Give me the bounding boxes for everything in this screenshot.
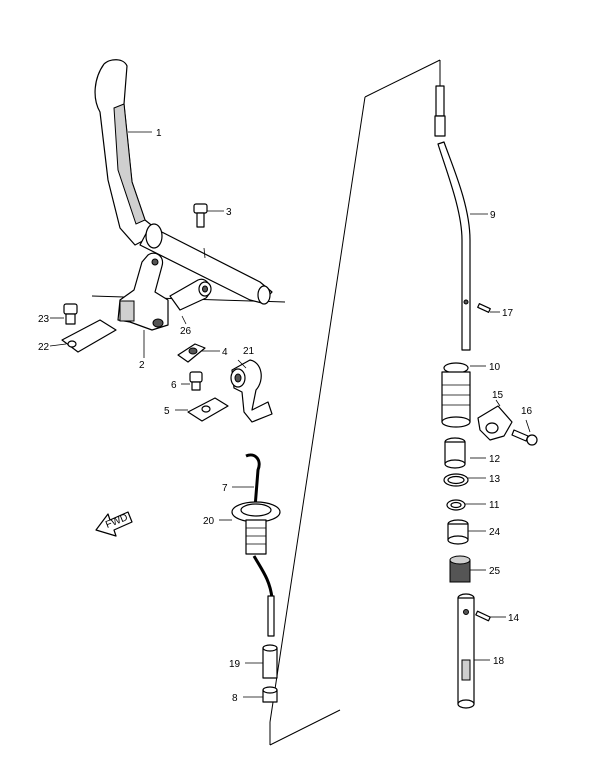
callout-4: 4 xyxy=(222,347,228,358)
callout-24: 24 xyxy=(489,527,501,538)
throttle-link-21 xyxy=(230,359,273,423)
screw-16 xyxy=(511,429,538,446)
grommet-20 xyxy=(231,501,281,555)
callout-26: 26 xyxy=(180,326,192,337)
boot-10 xyxy=(441,362,471,428)
clip-15 xyxy=(477,405,513,441)
callout-25: 25 xyxy=(489,566,501,577)
pin-14 xyxy=(475,610,491,622)
bolt-23 xyxy=(63,303,78,325)
arrow-icon xyxy=(95,511,133,537)
callout-10: 10 xyxy=(489,362,501,373)
callout-labels: 1 3 2 4 5 6 7 8 9 10 11 12 13 14 15 16 1… xyxy=(38,128,533,704)
link-joint-26 xyxy=(169,278,212,311)
callout-15: 15 xyxy=(492,390,504,401)
plate-5 xyxy=(187,397,229,422)
callout-2: 2 xyxy=(139,360,145,371)
cable-7 xyxy=(245,453,274,599)
gear-25 xyxy=(449,555,471,583)
shift-rod-9 xyxy=(434,85,471,351)
callout-22: 22 xyxy=(38,342,50,353)
ring-13 xyxy=(443,473,469,487)
collar-24 xyxy=(447,519,469,545)
callout-16: 16 xyxy=(521,406,533,417)
callout-19: 19 xyxy=(229,659,241,670)
callout-7: 7 xyxy=(222,483,228,494)
bolt-3 xyxy=(193,203,208,228)
nut-8 xyxy=(262,686,278,703)
bolt-6 xyxy=(189,371,203,391)
link-plate-4 xyxy=(177,343,206,363)
leader-lines xyxy=(49,131,531,698)
pin-17 xyxy=(477,303,491,313)
callout-17: 17 xyxy=(502,308,514,319)
callout-20: 20 xyxy=(203,516,215,527)
callout-13: 13 xyxy=(489,474,501,485)
callout-6: 6 xyxy=(171,380,177,391)
callout-14: 14 xyxy=(508,613,520,624)
callout-5: 5 xyxy=(164,406,170,417)
tiller-handle xyxy=(94,59,273,305)
callout-8: 8 xyxy=(232,693,238,704)
sleeve-19 xyxy=(262,644,278,679)
callout-1: 1 xyxy=(156,128,162,139)
forward-arrow: FWD xyxy=(95,511,133,537)
plate-22 xyxy=(61,319,117,353)
callout-11: 11 xyxy=(489,500,500,511)
callout-23: 23 xyxy=(38,314,50,325)
lower-rod-18 xyxy=(457,593,475,709)
threaded-rod xyxy=(267,595,275,637)
callout-21: 21 xyxy=(243,346,255,357)
ring-11 xyxy=(446,499,466,511)
callout-9: 9 xyxy=(490,210,496,221)
callout-18: 18 xyxy=(493,656,505,667)
shift-lever xyxy=(117,252,169,331)
callout-12: 12 xyxy=(489,454,501,465)
callout-3: 3 xyxy=(226,207,232,218)
bushing-12 xyxy=(444,437,466,469)
